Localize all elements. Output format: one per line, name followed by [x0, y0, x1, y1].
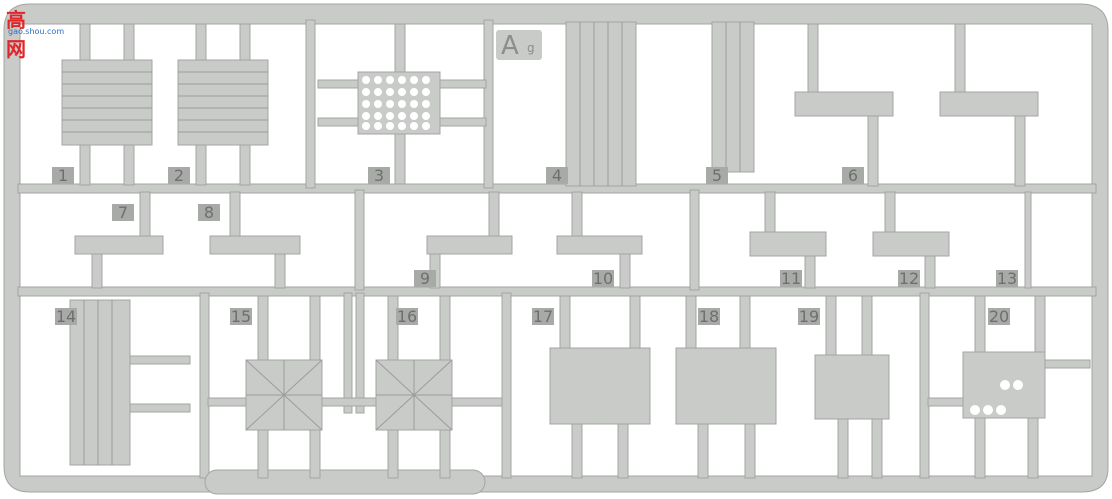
watermark-url: gao.shou.com	[8, 27, 65, 36]
sprue-letter: A	[501, 31, 519, 61]
sprue-letter-tag: A g	[496, 30, 542, 61]
part-number-19: 19	[798, 307, 820, 326]
part-number-9: 9	[414, 270, 436, 287]
watermark-text: 高网	[6, 8, 27, 61]
part-number-11: 11	[780, 269, 802, 288]
part-number-8: 8	[198, 204, 220, 221]
part-number-12: 12	[898, 269, 920, 288]
part-number-5: 5	[706, 167, 728, 184]
part-number-15: 15	[230, 307, 252, 326]
part-number-14: 14	[55, 307, 77, 326]
part-number-20: 20	[988, 307, 1010, 326]
part-number-18: 18	[698, 307, 720, 326]
part-number-17: 17	[532, 307, 554, 326]
part-number-1: 1	[52, 167, 74, 184]
part-number-6: 6	[842, 167, 864, 184]
part-number-4: 4	[546, 167, 568, 184]
part-number-2: 2	[168, 167, 190, 184]
part-number-3: 3	[368, 167, 390, 184]
part-number-10: 10	[592, 269, 614, 288]
part-number-13: 13	[996, 269, 1018, 288]
part-number-7: 7	[112, 204, 134, 221]
part-number-16: 16	[396, 307, 418, 326]
sprue-suffix: g	[527, 41, 535, 55]
